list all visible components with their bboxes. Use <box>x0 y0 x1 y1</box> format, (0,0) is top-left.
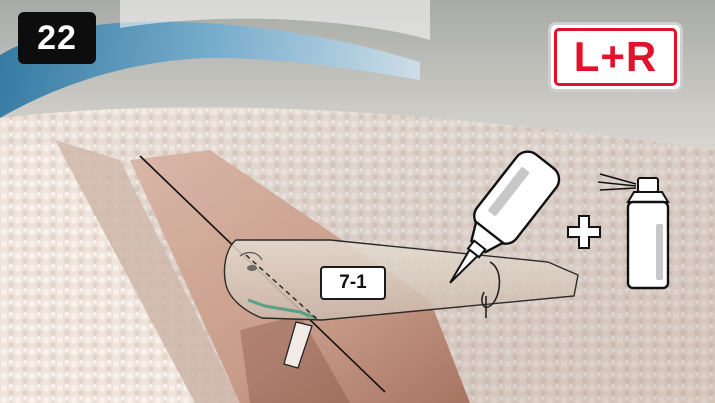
part-number-label: 7-1 <box>320 266 386 300</box>
left-right-text: L+R <box>574 33 658 81</box>
part-number-text: 7-1 <box>339 272 366 294</box>
step-number: 22 <box>37 19 77 58</box>
left-right-badge-frame: L+R <box>554 28 677 86</box>
glue-bottle-icon <box>425 132 575 307</box>
spray-can-icon <box>596 166 680 292</box>
left-right-badge: L+R <box>548 22 683 92</box>
step-number-badge: 22 <box>18 12 96 64</box>
